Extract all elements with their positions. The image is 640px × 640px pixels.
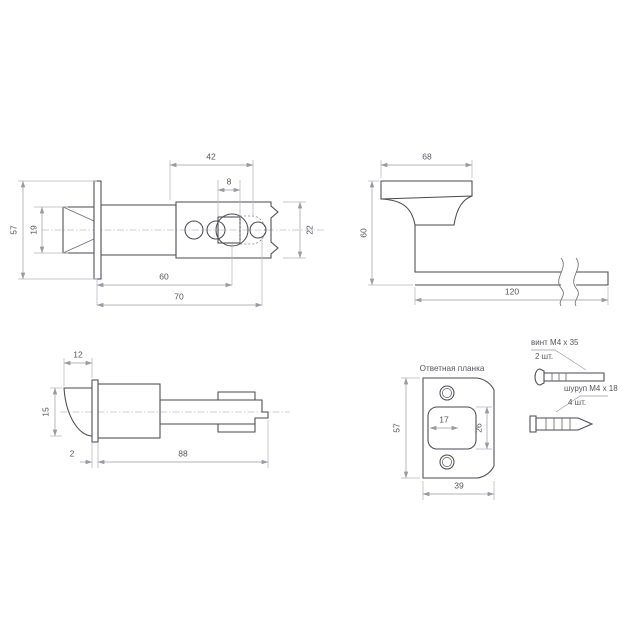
dim-strike-57-text: 57 — [391, 423, 401, 433]
dim-latch-8-text: 8 — [227, 176, 232, 186]
latch-faceplate — [93, 180, 102, 280]
dim-lever-68: 68 — [380, 151, 473, 168]
strike-plate-hole-top — [439, 385, 455, 401]
dim-side-88-text: 88 — [178, 448, 188, 458]
dim-strike-26: 26 — [473, 406, 490, 450]
dim-lever-68-text: 68 — [422, 151, 432, 161]
dim-side-15-text: 15 — [40, 407, 50, 417]
strike-extension-lines — [401, 377, 495, 500]
view-strike-plate: Ответная планка 57 — [391, 364, 495, 500]
dim-latch-57: 57 — [8, 180, 26, 280]
dim-strike-39-text: 39 — [454, 480, 464, 490]
dim-latch-19: 19 — [28, 206, 45, 254]
latch-side-tail-end — [254, 399, 269, 424]
machine-screw-label: винт M4 x 35 — [531, 338, 579, 347]
dim-latch-8: 8 — [217, 176, 241, 193]
dim-lever-120-text: 120 — [505, 286, 519, 296]
dim-latch-60: 60 — [96, 271, 233, 288]
dim-latch-70: 70 — [96, 291, 263, 308]
dim-strike-17-text: 17 — [439, 414, 449, 424]
lever-neck — [380, 195, 473, 226]
wood-screw-qty: 4 шт. — [568, 398, 586, 407]
wood-screw-label: шуруп M4 x 18 — [564, 384, 618, 393]
dim-lever-60-text: 60 — [358, 228, 368, 238]
dim-strike-39: 39 — [422, 480, 495, 497]
strike-plate-cutout — [427, 406, 477, 450]
view-latch-side: 12 15 2 88 — [40, 349, 290, 468]
dim-strike-57: 57 — [391, 377, 409, 479]
dim-latch-22-text: 22 — [304, 225, 314, 235]
dim-latch-19-text: 19 — [28, 225, 38, 235]
dim-side-2-text: 2 — [70, 448, 75, 458]
machine-screw-leader — [531, 349, 587, 371]
view-lever-handle: 68 60 120 — [358, 151, 609, 307]
dim-latch-60-text: 60 — [159, 271, 169, 281]
machine-screw-qty: 2 шт. — [535, 352, 553, 361]
hardware-notes: винт M4 x 35 2 шт. шуруп M4 x 18 4 шт. — [529, 338, 618, 433]
view-latch-plan: 57 19 22 42 8 60 70 — [8, 151, 325, 308]
dim-side-2: 2 — [70, 448, 93, 465]
strike-plate-hole-bottom — [439, 454, 455, 470]
dim-lever-60: 60 — [358, 180, 375, 286]
lever-arm-right — [576, 271, 609, 286]
latch-side-tail-bottom — [160, 423, 256, 433]
dim-side-15: 15 — [40, 387, 58, 437]
wood-screw-icon — [529, 415, 594, 433]
latch-case-details — [184, 213, 267, 247]
wood-screw-leader — [555, 395, 608, 413]
dim-latch-22: 22 — [297, 201, 314, 259]
machine-screw-icon — [534, 368, 605, 386]
dim-latch-57-text: 57 — [8, 225, 18, 235]
dim-latch-42-text: 42 — [206, 151, 216, 161]
dim-side-12-text: 12 — [73, 349, 83, 359]
dim-strike-17: 17 — [429, 414, 459, 431]
dim-lever-120: 120 — [414, 286, 609, 303]
latch-side-tail-top — [160, 391, 256, 401]
dim-side-12: 12 — [63, 349, 93, 366]
lever-arm-top — [414, 225, 561, 273]
dim-side-88: 88 — [97, 448, 269, 465]
latch-side-faceplate — [91, 379, 99, 443]
dim-latch-70-text: 70 — [174, 291, 184, 301]
latch-case — [175, 201, 279, 259]
dim-latch-42: 42 — [169, 151, 254, 168]
dim-strike-26-text: 26 — [473, 423, 483, 433]
strike-plate-title: Ответная планка — [420, 364, 485, 373]
strike-plate-outline — [422, 377, 495, 479]
